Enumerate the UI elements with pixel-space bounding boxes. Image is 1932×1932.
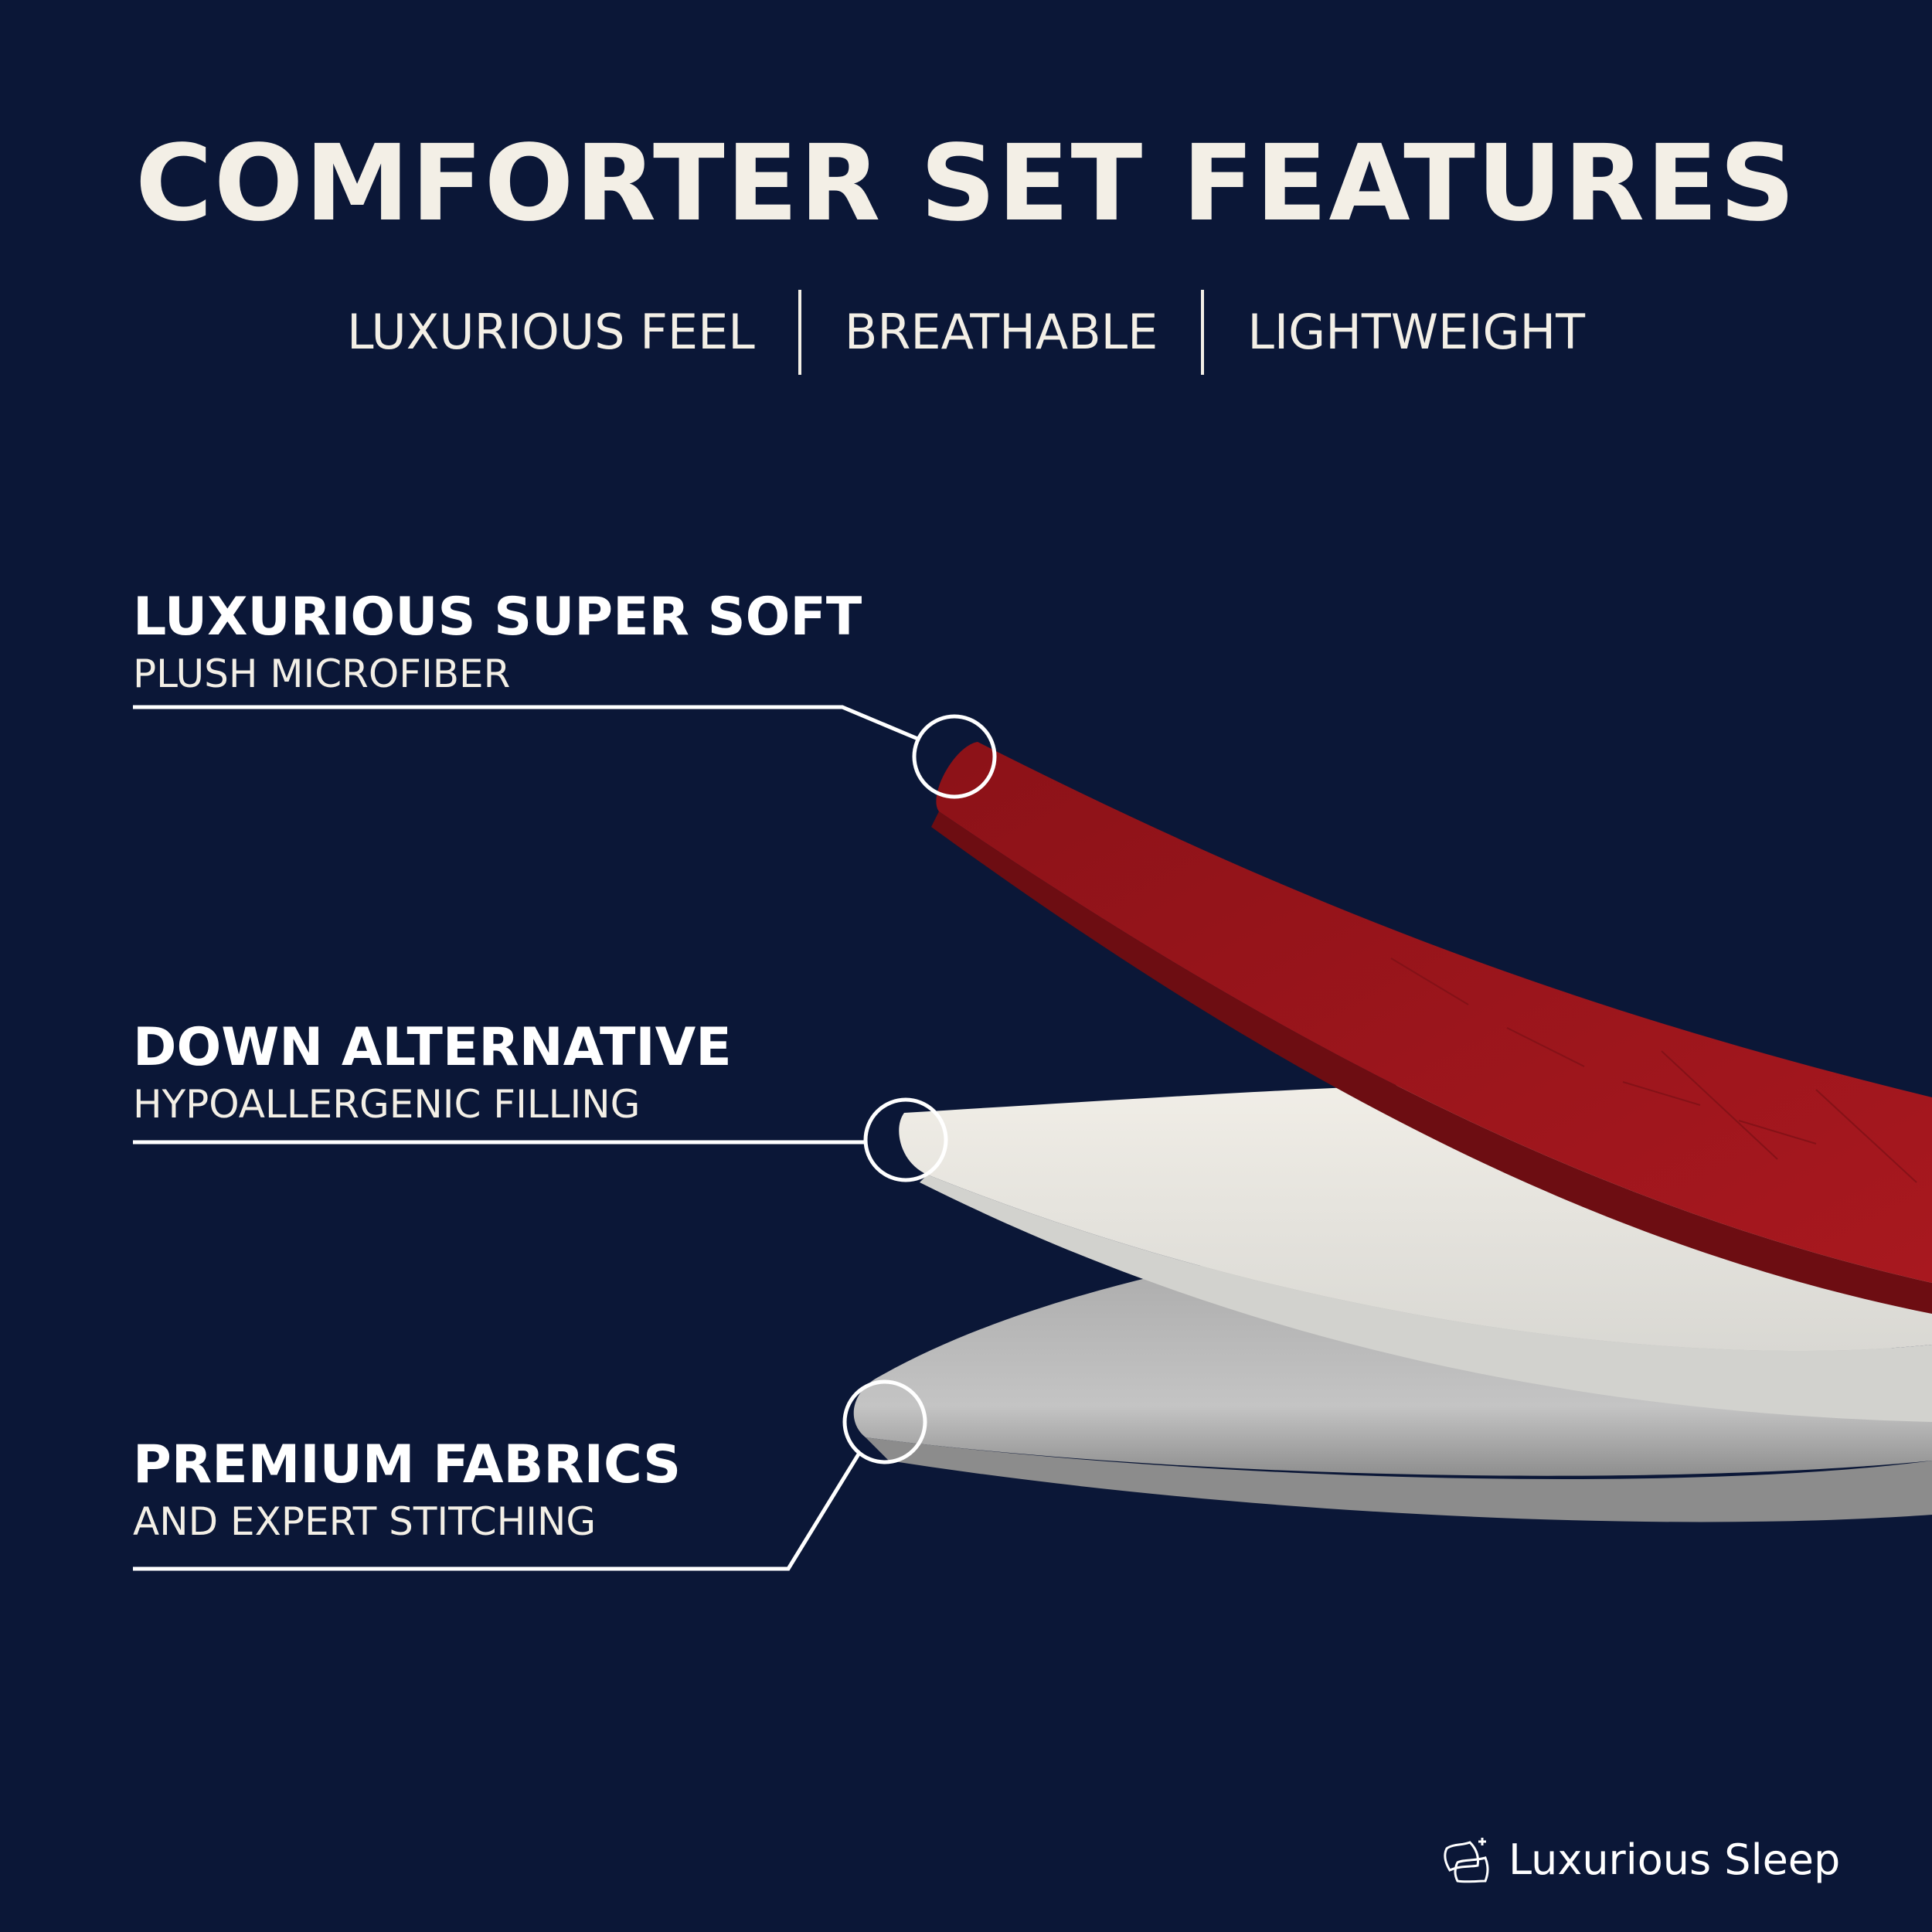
callout-3-heading: PREMIUM FABRICS (133, 1434, 682, 1495)
callout-2-heading: DOWN ALTERNATIVE (133, 1017, 732, 1078)
divider (798, 290, 801, 375)
callout-3: PREMIUM FABRICS AND EXPERT STITCHING (133, 1434, 682, 1544)
connector-circle-3 (842, 1379, 927, 1464)
callout-2-subheading: HYPOALLERGENIC FILLING (133, 1082, 641, 1127)
connector-line-3 (133, 1451, 862, 1571)
feature-breathable: BREATHABLE (844, 304, 1158, 360)
callout-1-subheading: PLUSH MICROFIBER (133, 651, 511, 696)
connector-line-1 (133, 705, 920, 742)
brand-logo: Luxurious Sleep (1439, 1832, 1840, 1887)
feature-tagline: LUXURIOUS FEEL BREATHABLE LIGHTWEIGHT (0, 290, 1932, 375)
connector-circle-2 (863, 1097, 948, 1182)
pillow-logo-icon (1444, 1838, 1489, 1883)
feature-luxurious-feel: LUXURIOUS FEEL (346, 304, 755, 360)
top-microfiber-layer (931, 742, 1932, 1314)
callout-3-subheading: AND EXPERT STITCHING (133, 1499, 597, 1544)
brand-name: Luxurious Sleep (1509, 1835, 1841, 1884)
page-title: COMFORTER SET FEATURES (135, 123, 1797, 245)
callout-1-heading: LUXURIOUS SUPER SOFT (133, 587, 862, 648)
callout-1: LUXURIOUS SUPER SOFT PLUSH MICROFIBER (133, 587, 862, 696)
connector-circle-1 (912, 714, 997, 799)
divider (1201, 290, 1205, 375)
feature-lightweight: LIGHTWEIGHT (1247, 304, 1586, 360)
callout-2: DOWN ALTERNATIVE HYPOALLERGENIC FILLING (133, 1022, 732, 1124)
callout-connectors (133, 705, 997, 1571)
